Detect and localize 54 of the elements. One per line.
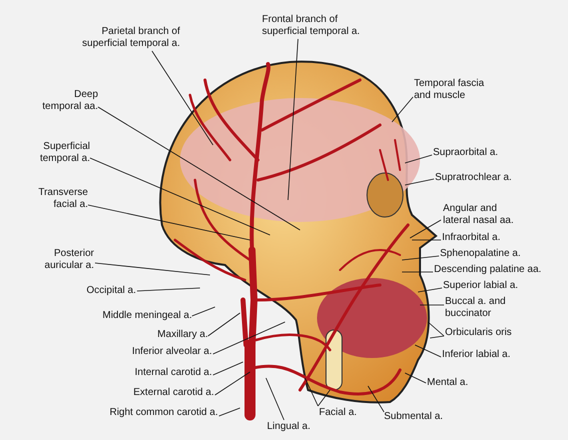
callout-label: Mental a. — [427, 377, 468, 389]
leader-line — [420, 304, 444, 306]
leader-line — [98, 106, 300, 230]
callout-label: Supraorbital a. — [433, 147, 498, 159]
leader-line — [304, 378, 318, 406]
callout-label: Superficial temporal a. — [38, 141, 90, 165]
leader-line — [288, 38, 298, 200]
leader-line — [404, 372, 426, 384]
callout-label: Lingual a. — [267, 421, 310, 433]
callout-label: Sphenopalatine a. — [440, 248, 521, 260]
leader-line — [94, 262, 210, 276]
callout-label: Orbicularis oris — [445, 327, 512, 339]
callout-label: Parietal branch of superficial temporal a. — [81, 26, 180, 50]
callout-label: Descending palatine aa. — [434, 264, 542, 276]
leader-line — [88, 204, 250, 240]
leader-line — [402, 256, 440, 260]
callout-label: Transverse facial a. — [37, 187, 88, 211]
leader-line — [428, 322, 444, 336]
callout-label: Deep temporal aa. — [41, 89, 98, 113]
leader-line — [392, 96, 414, 122]
callout-label: External carotid a. — [133, 387, 214, 399]
leader-line — [192, 306, 216, 316]
leader-line — [208, 312, 240, 336]
callout-label: Inferior alveolar a. — [132, 346, 212, 358]
callout-label: Maxillary a. — [157, 329, 208, 341]
callout-label: Middle meningeal a. — [102, 310, 192, 322]
callout-label: Occipital a. — [86, 285, 136, 297]
callout-label: Right common carotid a. — [110, 407, 218, 419]
leader-line — [218, 408, 240, 416]
leader-line — [418, 288, 442, 292]
leader-line — [212, 322, 286, 354]
leader-line — [410, 220, 442, 238]
leader-line — [430, 336, 444, 338]
callout-label: Facial a. — [319, 407, 357, 419]
leader-line — [212, 362, 244, 376]
leader-line — [414, 344, 442, 358]
callout-label: Internal carotid a. — [134, 367, 212, 379]
callout-label: Submental a. — [384, 411, 443, 423]
leader-line — [214, 372, 250, 396]
leader-line — [266, 378, 284, 420]
callout-label: Superior labial a. — [443, 280, 518, 292]
leader-line — [152, 50, 214, 146]
leader-line — [318, 390, 330, 406]
callout-label: Infraorbital a. — [442, 232, 500, 244]
callout-label: Buccal a. and buccinator — [445, 296, 507, 320]
callout-label: Temporal fascia and muscle — [414, 78, 486, 102]
leader-line — [404, 178, 434, 186]
callout-label: Supratrochlear a. — [435, 172, 512, 184]
leader-line — [136, 288, 200, 292]
leader-line — [90, 158, 270, 236]
callout-label: Frontal branch of superficial temporal a. — [262, 14, 361, 38]
callout-label: Posterior auricular a. — [44, 248, 94, 272]
callout-label: Inferior labial a. — [442, 349, 510, 361]
callout-label: Angular and lateral nasal aa. — [443, 203, 515, 227]
